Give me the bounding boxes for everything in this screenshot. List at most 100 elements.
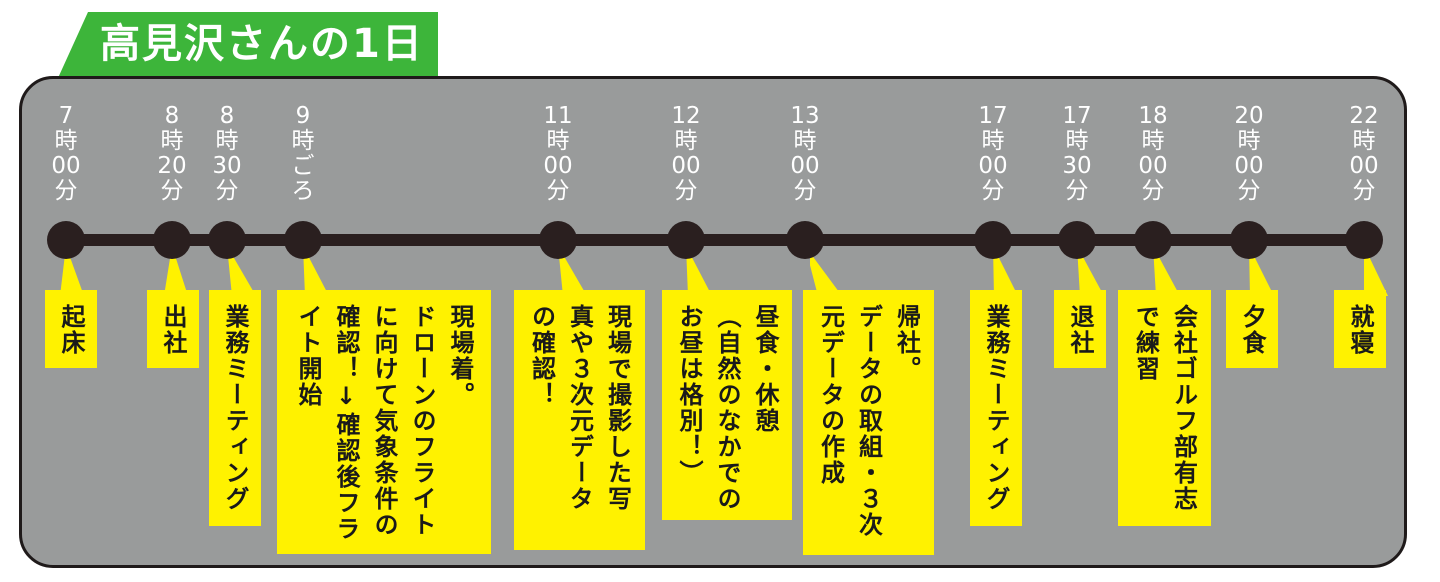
event-text: 現場着。ドローンのフライトに向けて気象条件の確認！↓確認後フライト開始: [289, 304, 479, 548]
time-label-part: 20: [157, 153, 187, 179]
time-label-part: 分: [1237, 178, 1261, 204]
time-label-part: 11: [543, 103, 573, 129]
event-line: 夕食: [1238, 304, 1266, 356]
event-text: 就寝: [1341, 304, 1379, 362]
event-line: ドローンのフライト: [408, 304, 436, 538]
event-text: 夕食: [1233, 304, 1271, 362]
event-line: お昼は格別！）: [675, 304, 703, 486]
event-line: 元データの作成: [816, 304, 845, 486]
event-line: 帰社。: [892, 304, 921, 382]
time-label-part: 分: [215, 178, 239, 204]
time-label-part: 00: [1349, 153, 1379, 179]
time-label-part: 13: [790, 103, 820, 129]
time-label-part: 時: [1352, 128, 1376, 154]
event-line: に向けて気象条件の: [370, 304, 398, 538]
time-label-part: 時: [674, 128, 698, 154]
page-title: 高見沢さんの1日: [100, 21, 424, 67]
time-label-part: 時: [546, 128, 570, 154]
event-line: 出社: [159, 304, 187, 356]
time-label-part: 分: [793, 178, 817, 204]
event-line: イト開始: [294, 304, 322, 408]
time-label-part: 分: [160, 178, 184, 204]
time-label-part: 分: [981, 178, 1005, 204]
event-line: 現場で撮影した写: [603, 304, 632, 512]
event-line: 現場着。: [446, 304, 474, 408]
event-text: 会社ゴルフ部有志で練習: [1127, 304, 1203, 520]
timeline-dot: [284, 221, 322, 259]
event-box: 業務ミーティング: [970, 290, 1022, 526]
time-label-part: 時: [54, 128, 78, 154]
event-box: 会社ゴルフ部有志で練習: [1118, 290, 1211, 526]
timeline-dot: [47, 221, 85, 259]
timeline-dot: [153, 221, 191, 259]
time-label-part: 分: [1065, 178, 1089, 204]
time-label-part: ご: [291, 153, 315, 179]
event-line: で練習: [1131, 304, 1160, 382]
event-box: 現場着。ドローンのフライトに向けて気象条件の確認！↓確認後フライト開始: [277, 290, 491, 554]
event-box: 起床: [45, 290, 97, 368]
event-text: 現場で撮影した写真や３次元データの確認！: [523, 304, 637, 544]
timeline-dot: [1134, 221, 1172, 259]
time-label-part: 時: [160, 128, 184, 154]
time-label-part: 22: [1349, 103, 1379, 129]
time-label-part: 00: [543, 153, 573, 179]
time-label-part: 時: [793, 128, 817, 154]
time-label-part: 00: [1234, 153, 1264, 179]
time-label-part: 分: [546, 178, 570, 204]
time-label-part: 17: [978, 103, 1008, 129]
time-label-part: 18: [1138, 103, 1168, 129]
time-label-part: ろ: [291, 178, 315, 204]
time-label-part: 20: [1234, 103, 1264, 129]
time-label-part: 8: [219, 103, 235, 129]
timeline-dot: [539, 221, 577, 259]
time-label-part: 時: [1141, 128, 1165, 154]
event-line: 昼食・休憩: [751, 304, 779, 434]
time-label-part: 時: [981, 128, 1005, 154]
event-line: 会社ゴルフ部有志: [1169, 304, 1198, 512]
time-label-part: 時: [291, 128, 315, 154]
time-label-part: 分: [54, 178, 78, 204]
event-line: 業務ミーティング: [982, 304, 1010, 512]
event-line: 起床: [57, 304, 85, 356]
time-label-part: 時: [1065, 128, 1089, 154]
time-label-part: 17: [1062, 103, 1092, 129]
event-line: の確認！: [527, 304, 556, 408]
event-text: 昼食・休憩（自然のなかでのお昼は格別！）: [670, 304, 784, 514]
event-box: 業務ミーティング: [209, 290, 261, 526]
event-box: 夕食: [1226, 290, 1278, 368]
event-line: 確認！↓確認後フラ: [332, 304, 360, 542]
timeline-dot: [208, 221, 246, 259]
event-text: 帰社。データの取組・３次元データの作成: [812, 304, 926, 549]
time-label-part: 12: [671, 103, 701, 129]
event-line: 業務ミーティング: [221, 304, 249, 512]
event-text: 起床: [52, 304, 90, 362]
timeline-dot: [1345, 221, 1383, 259]
time-label-part: 00: [978, 153, 1008, 179]
event-line: 就寝: [1346, 304, 1374, 356]
time-label-part: 9: [295, 103, 311, 129]
event-line: データの取組・３次: [854, 304, 883, 538]
time-label-part: 分: [674, 178, 698, 204]
event-text: 業務ミーティング: [977, 304, 1015, 520]
time-label-part: 30: [1062, 153, 1092, 179]
time-label-part: 00: [790, 153, 820, 179]
timeline-dot: [1058, 221, 1096, 259]
event-box: 帰社。データの取組・３次元データの作成: [803, 290, 934, 555]
event-box: 現場で撮影した写真や３次元データの確認！: [514, 290, 645, 550]
event-line: 真や３次元データ: [565, 304, 594, 512]
time-label-part: 8: [164, 103, 180, 129]
time-label-part: 00: [671, 153, 701, 179]
title-tab: [58, 12, 438, 78]
event-box: 退社: [1054, 290, 1106, 368]
event-text: 退社: [1061, 304, 1099, 362]
